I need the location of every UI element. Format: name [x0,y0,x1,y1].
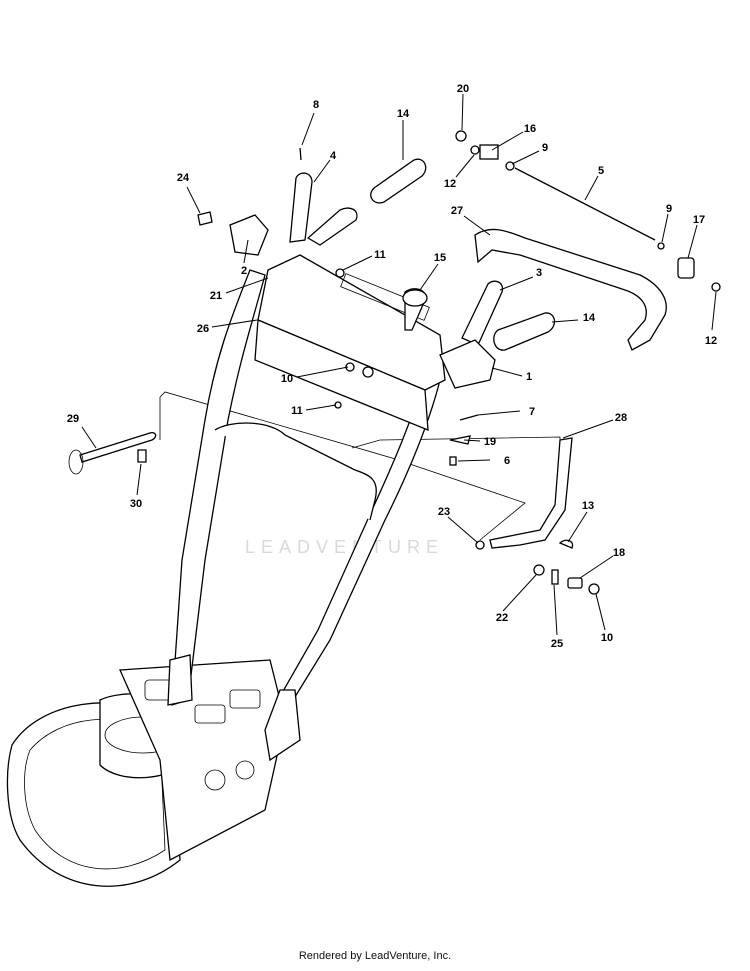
callout-10-bottom: 10 [601,632,613,644]
callout-12-right: 12 [705,335,717,347]
callout-28: 28 [615,412,627,424]
callout-11-mid: 11 [291,405,303,417]
callout-25: 25 [551,638,563,650]
callout-23: 23 [438,506,450,518]
callout-11-top: 11 [374,249,386,261]
callout-3: 3 [536,267,542,279]
callout-10-left: 10 [281,373,293,385]
callout-7: 7 [529,406,535,418]
callout-29: 29 [67,413,79,425]
callout-18: 18 [613,547,625,559]
callout-14-right: 14 [583,312,596,324]
render-credit: Rendered by LeadVenture, Inc. [298,950,452,962]
callout-21: 21 [210,290,222,302]
callout-9-right: 9 [666,203,672,215]
control-rods [68,167,656,475]
callout-20: 20 [457,83,469,95]
callout-27: 27 [451,205,463,217]
callout-1: 1 [526,371,532,383]
callout-15: 15 [434,252,446,264]
watermark-text: LEADVENTURE [245,537,444,557]
upper-handle [254,254,446,431]
callout-5: 5 [598,165,604,177]
callout-17: 17 [693,214,705,226]
callout-2: 2 [241,265,247,277]
control-levers [229,214,667,549]
callout-8: 8 [313,99,319,111]
leader-lines [81,93,717,636]
callout-13: 13 [582,500,594,512]
callout-19: 19 [484,436,496,448]
hardware [137,130,721,595]
handle-grips [289,158,556,351]
callout-26: 26 [197,323,209,335]
callout-14-top: 14 [397,108,410,120]
callout-24: 24 [177,172,190,184]
callout-6: 6 [504,455,510,467]
callout-12-top: 12 [444,178,456,190]
callout-labels: 8 14 4 24 2 21 26 11 15 10 11 29 30 20 1… [67,83,717,650]
callout-22: 22 [496,612,508,624]
callout-9-top: 9 [542,142,548,154]
callout-16: 16 [524,123,536,135]
callout-4: 4 [330,150,337,162]
callout-30: 30 [130,498,142,510]
auger-housing [6,659,286,887]
